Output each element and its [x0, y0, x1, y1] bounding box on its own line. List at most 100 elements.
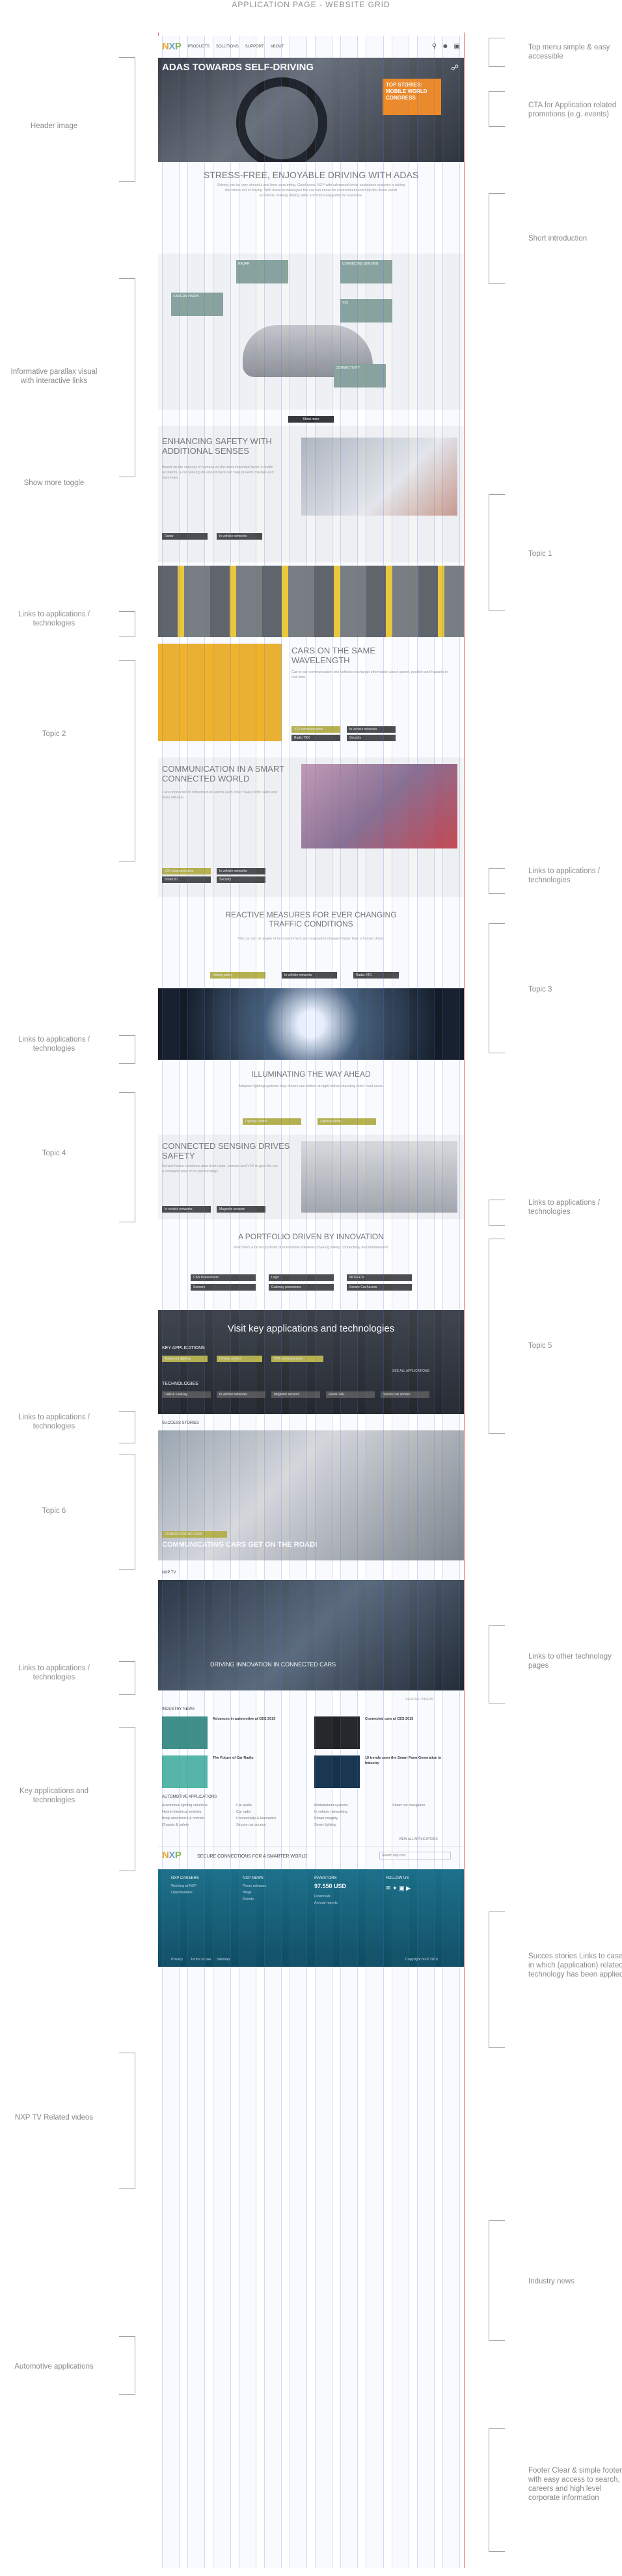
- topic4-link-smartid[interactable]: Smart ID: [162, 876, 211, 883]
- auto-apps-col2-3[interactable]: Secure car access: [236, 1823, 266, 1827]
- cart-icon[interactable]: ▣: [453, 43, 460, 50]
- auto-apps-col1-2[interactable]: Body electronics & comfort: [162, 1817, 205, 1820]
- footer-careers-0[interactable]: Working at NXP: [171, 1884, 197, 1888]
- nxp-logo[interactable]: NXP: [162, 41, 182, 52]
- auto-apps-col2-2[interactable]: Connectivity & telematics: [236, 1817, 277, 1820]
- news-item-2[interactable]: Connected cars at CES 2015: [365, 1717, 414, 1721]
- nav-products[interactable]: PRODUCTS: [187, 44, 210, 49]
- annotation-links: Links to applications / technologies: [18, 1036, 90, 1053]
- key-app-v2x[interactable]: V2X communication: [271, 1356, 323, 1362]
- topic1-photo: [301, 438, 457, 516]
- email-icon[interactable]: ✉: [386, 1885, 391, 1891]
- key-app-comfort[interactable]: Driving comfort: [217, 1356, 262, 1362]
- topic6-link-lighting[interactable]: Lighting control: [243, 1118, 301, 1125]
- share-icon[interactable]: ☍: [450, 63, 459, 72]
- news-item-4[interactable]: 10 trends seen the Smart Farm Generation…: [365, 1756, 442, 1765]
- nav-support[interactable]: SUPPORT: [245, 44, 264, 49]
- footer-investors-0[interactable]: Financials: [314, 1895, 331, 1899]
- footer-news-2[interactable]: Events: [243, 1897, 254, 1901]
- key-app-lighting[interactable]: Advanced lighting: [162, 1356, 208, 1362]
- info-camera[interactable]: CAMERA VISION: [171, 293, 223, 316]
- search-icon[interactable]: ⚲: [431, 43, 437, 50]
- youtube-icon[interactable]: ▶: [406, 1885, 411, 1891]
- info-v2x[interactable]: V2X: [340, 299, 392, 322]
- footer-news-1[interactable]: Blogs: [243, 1891, 252, 1895]
- auto-apps-col3-1[interactable]: In vehicle networking: [314, 1810, 348, 1814]
- footer-careers-1[interactable]: Opportunities: [171, 1891, 193, 1895]
- tv-view-all[interactable]: VIEW ALL VIDEOS: [405, 1698, 433, 1702]
- footer-sitemap[interactable]: Sitemap: [217, 1958, 230, 1962]
- twitter-icon[interactable]: ✦: [392, 1885, 398, 1891]
- auto-apps-col1-1[interactable]: Hybrid electrical vehicles: [162, 1810, 202, 1814]
- auto-apps-col2-0[interactable]: Car audio: [236, 1804, 252, 1807]
- footer-nxp-logo[interactable]: NXP: [162, 1850, 182, 1861]
- auto-apps-view-all[interactable]: VIEW ALL APPLICATIONS: [399, 1837, 438, 1841]
- tech-can[interactable]: CAN & FlexRay: [162, 1391, 211, 1398]
- auto-apps-col3-3[interactable]: Smart lighting: [314, 1823, 336, 1827]
- tech-magnetic[interactable]: Magnetic sensors: [271, 1391, 320, 1398]
- portfolio-link-sensors[interactable]: Sensors: [191, 1284, 256, 1291]
- nav-solutions[interactable]: SOLUTIONS: [216, 44, 239, 49]
- topic4-link-security[interactable]: Security: [217, 876, 265, 883]
- linkedin-icon[interactable]: ▣: [399, 1885, 405, 1891]
- annotation-topic1: Topic 1: [528, 550, 552, 558]
- footer-search-input[interactable]: [379, 1852, 451, 1860]
- auto-apps-col4-0[interactable]: Smart car navigation: [392, 1804, 426, 1807]
- tech-sca[interactable]: Secure car access: [381, 1391, 429, 1398]
- auto-apps-col3-0[interactable]: Infotainment systems: [314, 1804, 348, 1807]
- bracket: [119, 1727, 135, 1871]
- footer-terms[interactable]: Terms of use: [191, 1958, 211, 1962]
- topic4-title: COMMUNICATION IN A SMART CONNECTED WORLD: [162, 764, 284, 783]
- tech-ivn[interactable]: In vehicle networks: [217, 1391, 265, 1398]
- tech-radar[interactable]: Radar 24G: [326, 1391, 375, 1398]
- info-connected[interactable]: CONNECTED SENSING: [340, 260, 392, 283]
- topic4-link-ivn[interactable]: In vehicle networks: [217, 868, 265, 874]
- auto-apps-col3-2[interactable]: Power integrity: [314, 1817, 338, 1820]
- info-connectivity[interactable]: CONNECTIVITY: [334, 364, 386, 388]
- portfolio-link-can[interactable]: CAN transceivers: [191, 1274, 256, 1281]
- topic5-link-driving[interactable]: Driving safety: [210, 972, 265, 979]
- topic5-link-radar[interactable]: Radar 24G: [353, 972, 399, 979]
- topic5-link-ivn[interactable]: In vehicle networks: [282, 972, 337, 979]
- topic7-link-ivn[interactable]: In vehicle networks: [162, 1206, 211, 1213]
- show-more-toggle[interactable]: Show more: [288, 416, 334, 423]
- portfolio-link-sca[interactable]: Secure Car Access: [347, 1284, 412, 1291]
- footer-investors-1[interactable]: Annual reports: [314, 1901, 338, 1905]
- topic3-link-v2x[interactable]: V2X communication: [291, 726, 340, 733]
- success-photo: [158, 1430, 464, 1560]
- topic6-title: ILLUMINATING THE WAY AHEAD: [251, 1070, 371, 1079]
- topic6-link-safety[interactable]: Lighting safety: [318, 1118, 376, 1125]
- topic3-link-security[interactable]: Security: [347, 735, 396, 741]
- topic2-photo: [158, 566, 464, 637]
- footer-news-0[interactable]: Press releases: [243, 1884, 267, 1888]
- news-item-1[interactable]: Advances in automotive at CES 2015: [213, 1717, 276, 1721]
- user-icon[interactable]: ☻: [442, 43, 449, 50]
- footer-privacy[interactable]: Privacy: [171, 1958, 183, 1962]
- bracket: [489, 91, 505, 127]
- topic7-link-magnetic[interactable]: Magnetic sensors: [217, 1206, 265, 1213]
- intro-title: STRESS-FREE, ENJOYABLE DRIVING WITH ADAS: [203, 170, 419, 180]
- topic7-body: Sensor fusion combines data from radar, …: [162, 1164, 278, 1174]
- auto-apps-col1-3[interactable]: Chassis & safety: [162, 1823, 189, 1827]
- auto-apps-col2-1[interactable]: Car radio: [236, 1810, 251, 1814]
- bracket: [489, 193, 505, 284]
- topic1-link-ivn[interactable]: In vehicle networks: [217, 533, 262, 540]
- topic3-link-radio[interactable]: Radio TRX: [291, 735, 340, 741]
- cta-promo[interactable]: TOP STORIES: MOBILE WORLD CONGRESS: [383, 79, 441, 115]
- portfolio-link-gateway[interactable]: Gateway processors: [269, 1284, 334, 1291]
- topic3-link-ivn[interactable]: In vehicle networks: [347, 726, 396, 733]
- news-label: INDUSTRY NEWS: [162, 1707, 195, 1711]
- topic1-link-radar[interactable]: Radar: [162, 533, 208, 540]
- tv-video[interactable]: [158, 1580, 464, 1690]
- key-apps-see-all[interactable]: SEE ALL APPLICATIONS: [392, 1369, 429, 1373]
- topic4-link-v2x[interactable]: V2X communication: [162, 868, 211, 874]
- portfolio-link-logic[interactable]: Logic: [269, 1274, 334, 1281]
- news-image-1: [162, 1716, 208, 1749]
- annotation-topic3: Topic 3: [528, 986, 552, 993]
- info-radar[interactable]: RADAR: [236, 260, 288, 283]
- auto-apps-col1-0[interactable]: Automotive lighting solutions: [162, 1804, 208, 1807]
- nav-about[interactable]: ABOUT: [270, 44, 284, 49]
- news-item-3[interactable]: The Future of Car Radio: [213, 1756, 254, 1760]
- portfolio-link-mosfets[interactable]: MOSFETs: [347, 1274, 412, 1281]
- success-title[interactable]: COMMUNICATING CARS GET ON THE ROAD!: [162, 1541, 318, 1549]
